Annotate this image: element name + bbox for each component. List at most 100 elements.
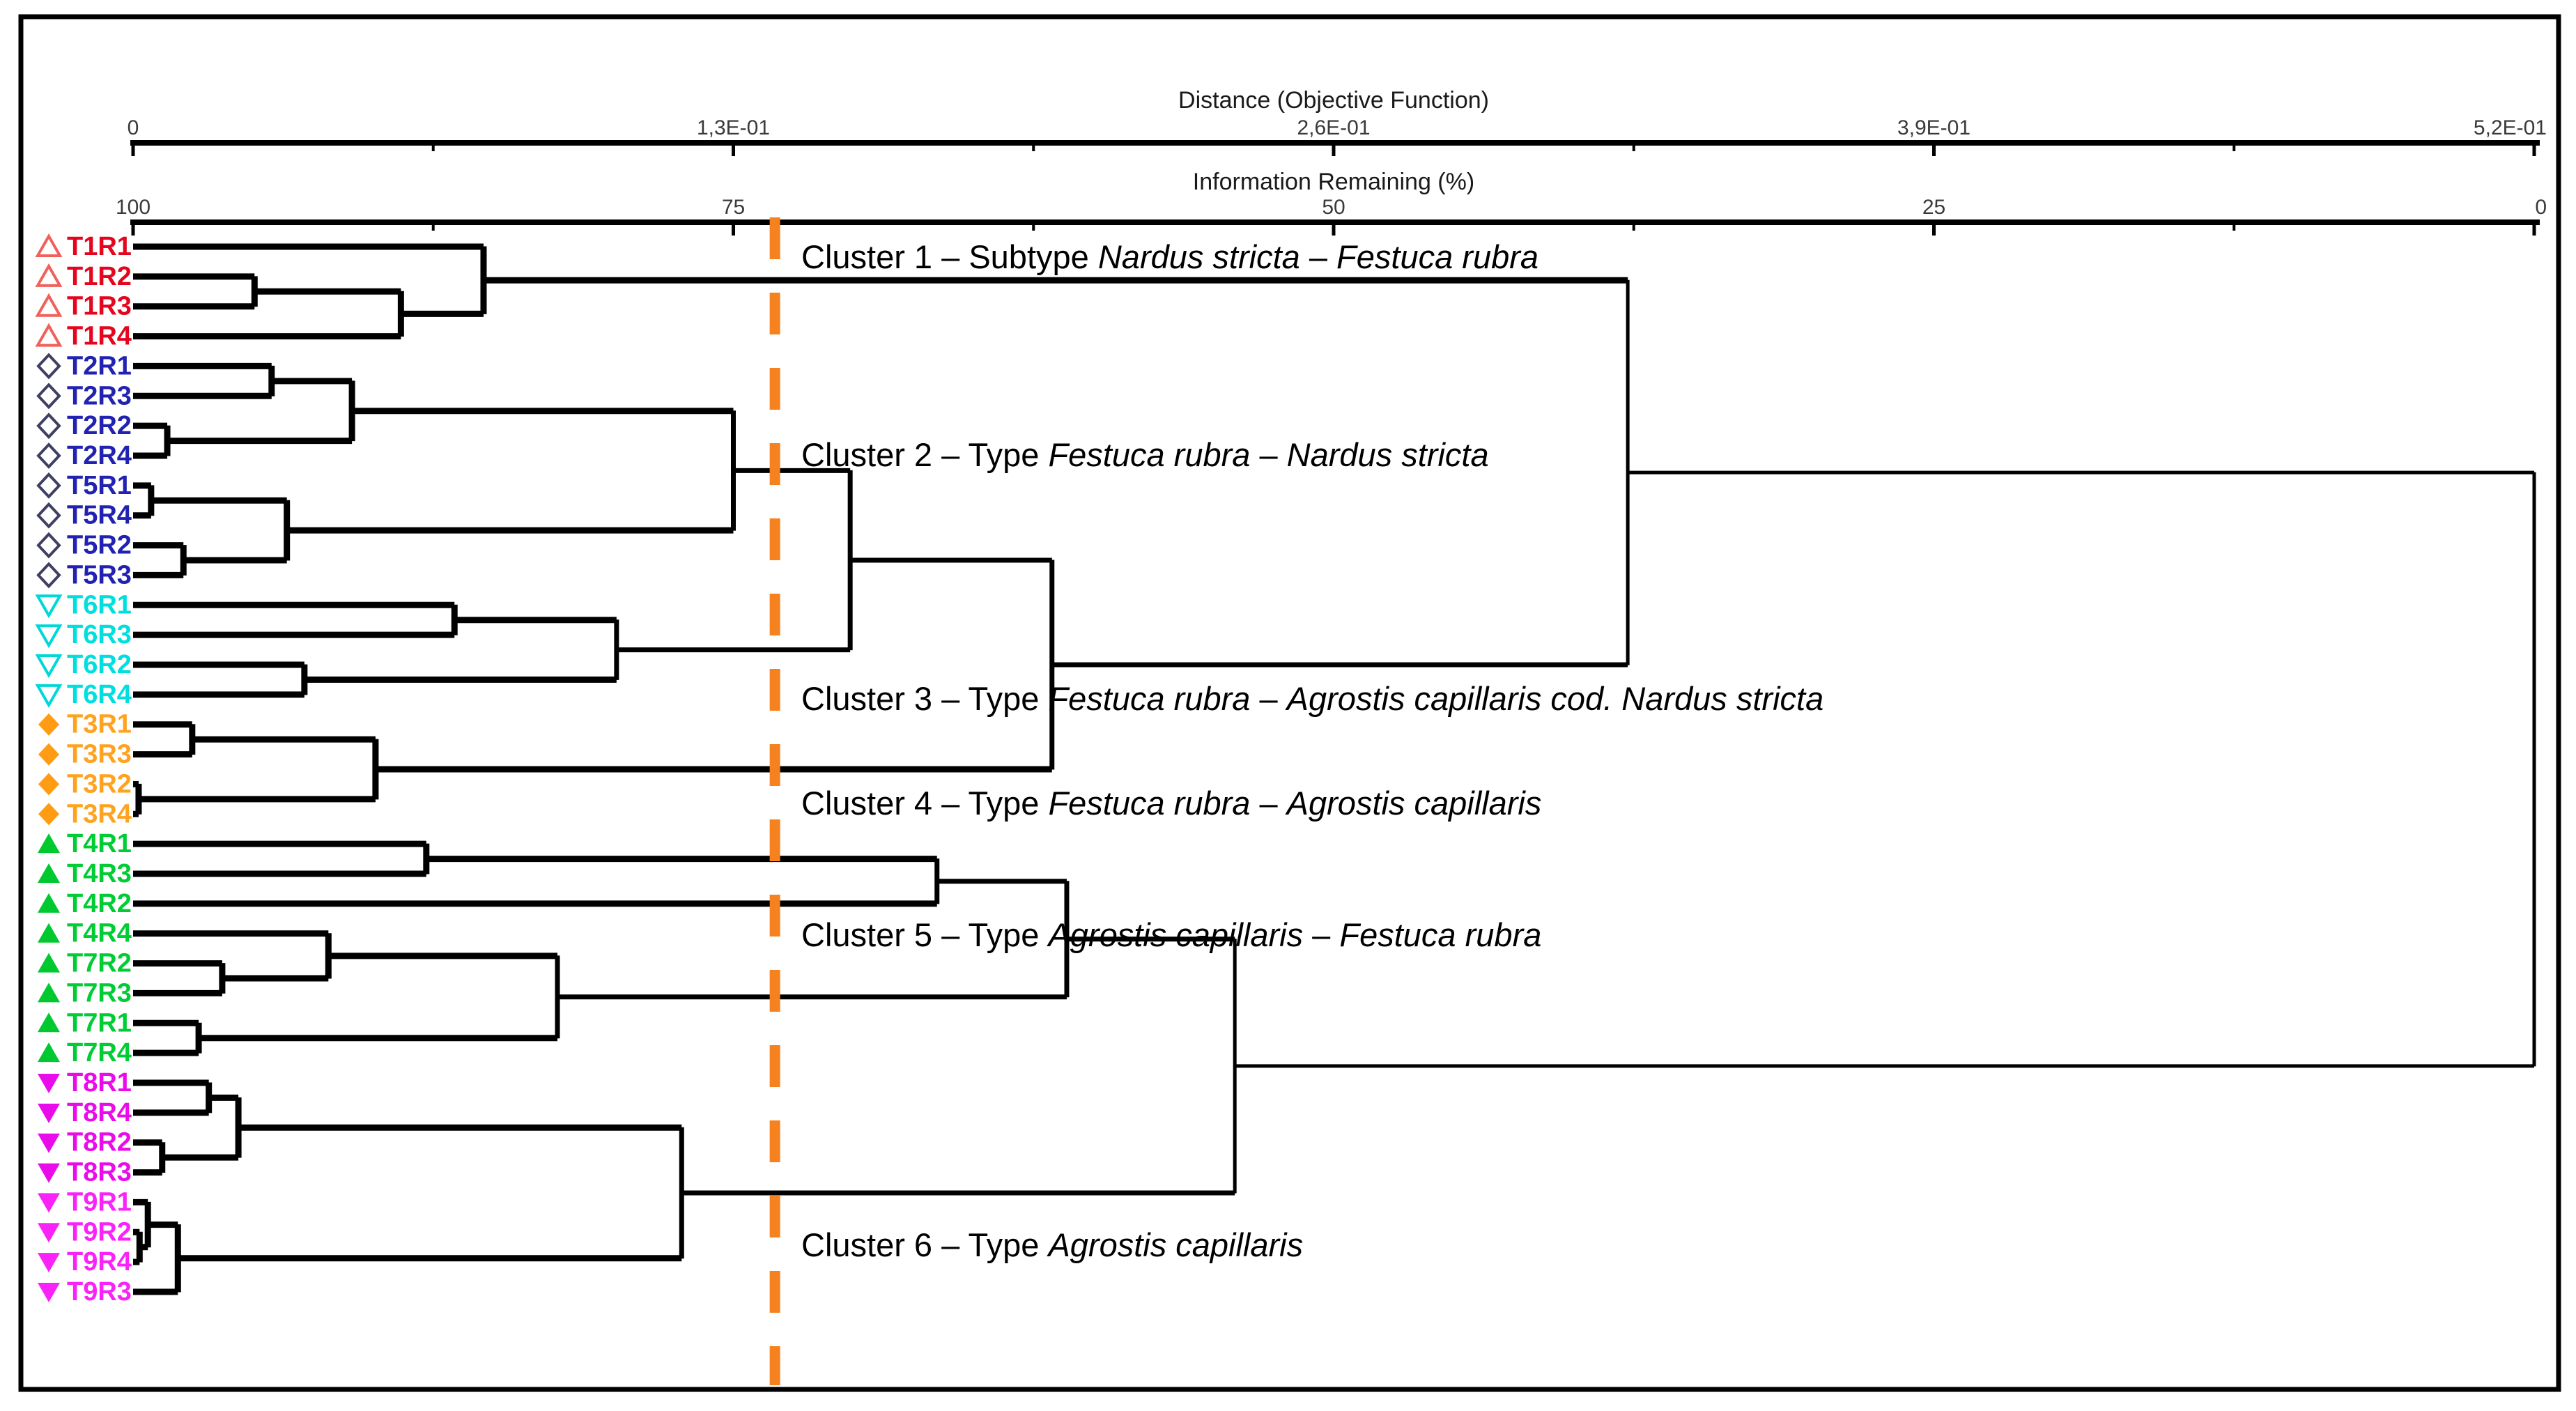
- cluster-label-6: Cluster 6 – Type Agrostis capillaris: [801, 1226, 1303, 1263]
- information-tick-label: 0: [2535, 196, 2547, 219]
- triangle-down-open-icon: [35, 594, 63, 619]
- distance-tick-label: 5,2E-01: [2474, 116, 2547, 139]
- cluster-label-text: –: [1250, 785, 1286, 822]
- diamond-open-icon: [36, 472, 61, 499]
- diamond-filled-icon: [38, 713, 59, 736]
- triangle-up-open-icon: [35, 293, 63, 317]
- information-tick-label: 100: [116, 196, 151, 219]
- triangle-down-filled-icon: [38, 1193, 60, 1213]
- distance-tick-label: 3,9E-01: [1897, 116, 1970, 139]
- triangle-down-filled-icon: [38, 1163, 60, 1183]
- leaf-label-T6R4: T6R4: [67, 680, 132, 709]
- triangle-down-filled-icon: [38, 1103, 60, 1123]
- diamond-open-icon: [36, 412, 61, 440]
- cluster-label-4: Cluster 4 – Type Festuca rubra – Agrosti…: [801, 785, 1541, 822]
- leaf-label-T1R2: T1R2: [67, 262, 132, 291]
- distance-tick-label: 1,3E-01: [697, 116, 770, 139]
- triangle-down-filled-icon: [38, 1253, 60, 1273]
- leaf-label-T6R1: T6R1: [67, 590, 132, 619]
- cluster-label-species: Festuca rubra: [1048, 436, 1250, 473]
- diamond-open-icon: [36, 532, 61, 559]
- leaf-label-T7R4: T7R4: [67, 1038, 132, 1067]
- leaf-label-T8R2: T8R2: [67, 1128, 132, 1157]
- leaf-label-T3R2: T3R2: [67, 769, 132, 799]
- leaf-label-T9R3: T9R3: [67, 1277, 132, 1306]
- cluster-label-species: Agrostis capillaris cod. Nardus stricta: [1285, 680, 1824, 717]
- information-tick-label: 50: [1322, 196, 1345, 219]
- leaf-label-T1R1: T1R1: [67, 232, 132, 261]
- leaf-label-T5R3: T5R3: [67, 560, 132, 589]
- cluster-label-text: Cluster 1 – Subtype: [801, 238, 1098, 275]
- diamond-open-icon: [36, 353, 61, 380]
- cluster-label-text: Cluster 4 – Type: [801, 785, 1048, 822]
- cluster-label-species: Agrostis capillaris: [1046, 1226, 1303, 1263]
- cluster-label-text: –: [1250, 680, 1286, 717]
- diamond-filled-icon: [38, 773, 59, 796]
- cluster-label-species: Nardus stricta: [1287, 436, 1489, 473]
- leaf-label-T3R3: T3R3: [67, 740, 132, 769]
- figure-border: [18, 14, 2561, 1392]
- leaf-label-T9R1: T9R1: [67, 1187, 132, 1217]
- cluster-label-species: Nardus stricta: [1098, 238, 1300, 275]
- axis-title-distance: Distance (Objective Function): [1178, 87, 1489, 114]
- triangle-up-filled-icon: [38, 1042, 60, 1063]
- cluster-label-species: Agrostis capillaris: [1285, 785, 1542, 822]
- leaf-label-T5R2: T5R2: [67, 531, 132, 560]
- diamond-open-icon: [36, 562, 61, 589]
- triangle-up-filled-icon: [38, 893, 60, 913]
- leaf-label-T7R3: T7R3: [67, 978, 132, 1008]
- triangle-down-open-icon: [35, 684, 63, 708]
- cluster-label-text: Cluster 5 – Type: [801, 916, 1048, 953]
- cluster-label-text: Cluster 2 – Type: [801, 436, 1048, 473]
- triangle-up-filled-icon: [38, 1012, 60, 1033]
- triangle-down-open-icon: [35, 624, 63, 649]
- cluster-label-5: Cluster 5 – Type Agrostis capillaris – F…: [801, 916, 1541, 953]
- cluster-label-text: Cluster 6 – Type: [801, 1226, 1048, 1263]
- leaf-label-T9R4: T9R4: [67, 1247, 132, 1277]
- leaf-label-T2R2: T2R2: [67, 411, 132, 440]
- information-tick-label: 25: [1922, 196, 1945, 219]
- triangle-up-open-icon: [35, 233, 63, 257]
- leaf-label-T2R4: T2R4: [67, 441, 132, 470]
- leaf-label-T4R1: T4R1: [67, 829, 132, 858]
- triangle-down-filled-icon: [38, 1133, 60, 1153]
- diamond-filled-icon: [38, 743, 59, 766]
- leaf-label-T2R3: T2R3: [67, 381, 132, 410]
- leaf-label-T3R4: T3R4: [67, 799, 132, 828]
- cluster-label-species: Festuca rubra: [1048, 680, 1250, 717]
- leaf-label-T6R2: T6R2: [67, 650, 132, 679]
- leaf-label-T8R4: T8R4: [67, 1098, 132, 1127]
- leaf-label-T6R3: T6R3: [67, 620, 132, 649]
- cluster-label-text: –: [1303, 916, 1339, 953]
- leaf-label-T5R1: T5R1: [67, 471, 132, 500]
- leaf-label-T1R4: T1R4: [67, 322, 132, 351]
- cluster-label-text: Cluster 3 – Type: [801, 680, 1048, 717]
- distance-tick-label: 2,6E-01: [1297, 116, 1370, 139]
- leaf-label-T3R1: T3R1: [67, 710, 132, 739]
- triangle-up-filled-icon: [38, 982, 60, 1003]
- cluster-label-1: Cluster 1 – Subtype Nardus stricta – Fes…: [801, 238, 1538, 275]
- triangle-down-filled-icon: [38, 1282, 60, 1302]
- cluster-label-2: Cluster 2 – Type Festuca rubra – Nardus …: [801, 436, 1489, 473]
- triangle-up-open-icon: [35, 323, 63, 347]
- distance-tick-label: 0: [128, 116, 139, 139]
- diamond-open-icon: [36, 502, 61, 529]
- triangle-up-filled-icon: [38, 833, 60, 854]
- leaf-label-T7R1: T7R1: [67, 1008, 132, 1038]
- leaf-label-T1R3: T1R3: [67, 292, 132, 321]
- information-tick-label: 75: [722, 196, 745, 219]
- triangle-up-filled-icon: [38, 863, 60, 883]
- triangle-down-filled-icon: [38, 1073, 60, 1093]
- cluster-label-species: Festuca rubra: [1048, 785, 1250, 822]
- leaf-label-T8R1: T8R1: [67, 1068, 132, 1097]
- cluster-label-text: –: [1250, 436, 1286, 473]
- cluster-label-3: Cluster 3 – Type Festuca rubra – Agrosti…: [801, 680, 1823, 717]
- cluster-label-species: Festuca rubra: [1339, 916, 1541, 953]
- leaf-label-T9R2: T9R2: [67, 1217, 132, 1247]
- cluster-label-species: Agrostis capillaris: [1046, 916, 1303, 953]
- diamond-open-icon: [36, 442, 61, 469]
- leaf-label-T2R1: T2R1: [67, 351, 132, 380]
- triangle-down-open-icon: [35, 654, 63, 679]
- diamond-open-icon: [36, 383, 61, 410]
